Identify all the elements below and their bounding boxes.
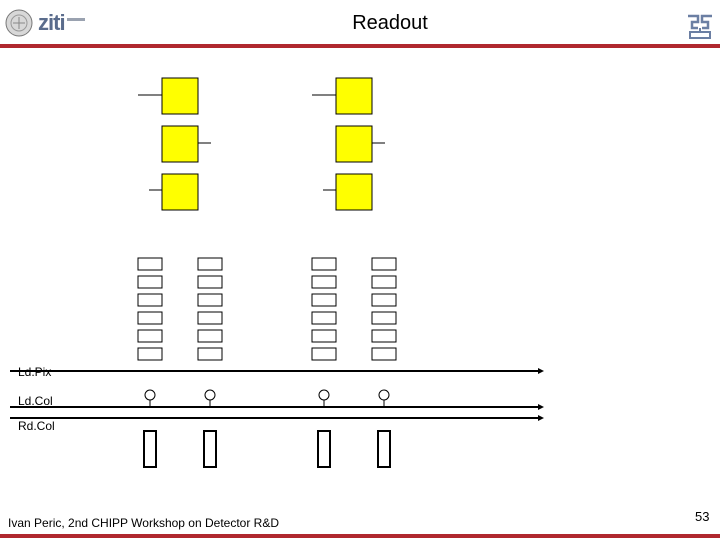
- label-rdcol: Rd.Col: [18, 419, 55, 433]
- readout-buffer: [143, 430, 157, 468]
- memory-cell: [197, 329, 223, 343]
- pixel-cell: [335, 77, 373, 115]
- memory-cell: [197, 293, 223, 307]
- memory-cell: [371, 293, 397, 307]
- memory-cell: [137, 329, 163, 343]
- pixel-cell: [335, 125, 373, 163]
- label-ldcol: Ld.Col: [18, 394, 53, 408]
- memory-cell: [311, 293, 337, 307]
- pixel-cell: [161, 173, 199, 211]
- readout-buffer: [317, 430, 331, 468]
- memory-cell: [371, 329, 397, 343]
- header-divider: [0, 44, 720, 48]
- memory-cell: [371, 311, 397, 325]
- memory-cell: [371, 347, 397, 361]
- memory-cell: [137, 275, 163, 289]
- university-seal-icon: [5, 9, 33, 37]
- memory-cell: [137, 311, 163, 325]
- footer-text: Ivan Peric, 2nd CHIPP Workshop on Detect…: [8, 516, 280, 530]
- readout-buffer: [203, 430, 217, 468]
- memory-cell: [311, 347, 337, 361]
- column-switch: [378, 389, 390, 401]
- column-switch: [144, 389, 156, 401]
- logo-text: ziti: [38, 10, 66, 35]
- ziti-icon: [686, 12, 714, 40]
- memory-cell: [311, 311, 337, 325]
- memory-cell: [197, 311, 223, 325]
- logo: ziti: [4, 8, 94, 40]
- label-ldpix: Ld.Pix: [18, 365, 52, 379]
- page-number: 53: [695, 509, 710, 524]
- pixel-cell: [335, 173, 373, 211]
- memory-cell: [311, 329, 337, 343]
- memory-cell: [311, 275, 337, 289]
- readout-buffer: [377, 430, 391, 468]
- logo-underline: [67, 18, 85, 21]
- memory-cell: [371, 257, 397, 271]
- pixel-cell: [161, 77, 199, 115]
- memory-cell: [197, 257, 223, 271]
- memory-cell: [137, 293, 163, 307]
- column-switch: [204, 389, 216, 401]
- memory-cell: [137, 257, 163, 271]
- memory-cell: [197, 347, 223, 361]
- memory-cell: [137, 347, 163, 361]
- memory-cell: [311, 257, 337, 271]
- memory-cell: [197, 275, 223, 289]
- footer-divider: [0, 534, 720, 538]
- column-switch: [318, 389, 330, 401]
- pixel-cell: [161, 125, 199, 163]
- slide-title: Readout: [352, 12, 428, 34]
- memory-cell: [371, 275, 397, 289]
